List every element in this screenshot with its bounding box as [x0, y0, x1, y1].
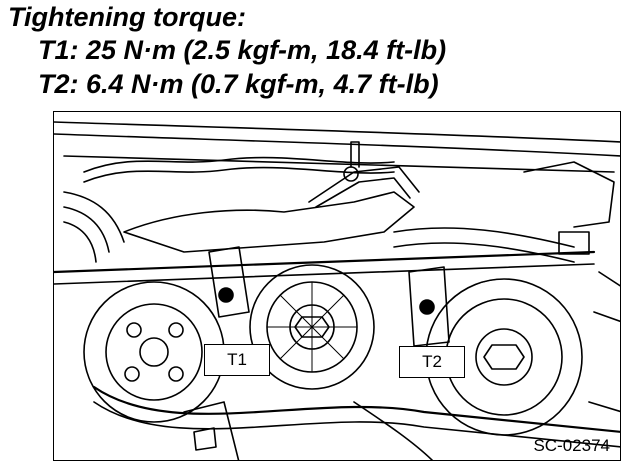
compressor-nut — [483, 344, 525, 370]
alternator-body — [249, 264, 375, 390]
lower-bracket — [183, 401, 240, 460]
pulley-hole-2 — [168, 322, 184, 338]
left-hoses — [63, 191, 125, 263]
drive-belt-lower — [93, 401, 620, 448]
sensor-stem — [350, 141, 360, 168]
throttle-body — [308, 166, 420, 203]
hood-edge — [54, 121, 620, 143]
drive-belt — [92, 385, 620, 433]
engine-illustration: T1 T2 SC-02374 — [53, 111, 621, 461]
bolt-t2 — [419, 299, 435, 315]
upper-hose — [83, 156, 395, 173]
lower-right-pipe — [353, 401, 434, 460]
torque-spec-t1: T1: 25 N·m (2.5 kgf-m, 18.4 ft-lb) — [38, 35, 447, 65]
bolt-t1 — [218, 287, 234, 303]
callout-t2: T2 — [399, 346, 465, 378]
torque-spec-block: Tightening torque: T1: 25 N·m (2.5 kgf-m… — [0, 0, 640, 110]
compressor-pulley-inner — [475, 328, 533, 386]
right-pipe — [393, 227, 575, 248]
right-pipe-inner — [393, 242, 575, 263]
figure-code: SC-02374 — [533, 436, 610, 455]
pulley-hole-4 — [168, 366, 184, 382]
crank-pulley-outer — [83, 281, 225, 423]
pulley-hole-1 — [126, 322, 142, 338]
upper-hose-inner — [83, 166, 395, 183]
crank-pulley-inner — [105, 303, 203, 401]
alternator-fins — [266, 281, 358, 373]
throttle-body-inner — [315, 177, 411, 208]
hood-edge-inner — [54, 133, 620, 157]
firewall-line — [63, 155, 615, 173]
alternator-bracket — [208, 246, 250, 318]
torque-spec-t2: T2: 6.4 N·m (0.7 kgf-m, 4.7 ft-lb) — [38, 69, 439, 99]
engine-line-drawing — [54, 121, 620, 460]
tension-rod-lower — [54, 263, 595, 285]
crank-pulley-hub — [139, 337, 169, 367]
ac-bracket — [408, 266, 450, 347]
torque-title: Tightening torque: — [8, 2, 246, 32]
right-bracket — [523, 161, 615, 228]
right-connector — [558, 231, 590, 255]
callout-t1: T1 — [204, 344, 270, 376]
intake-manifold — [123, 191, 415, 253]
right-frame — [588, 271, 620, 413]
pulley-hole-3 — [124, 366, 140, 382]
tension-rod — [54, 250, 596, 274]
